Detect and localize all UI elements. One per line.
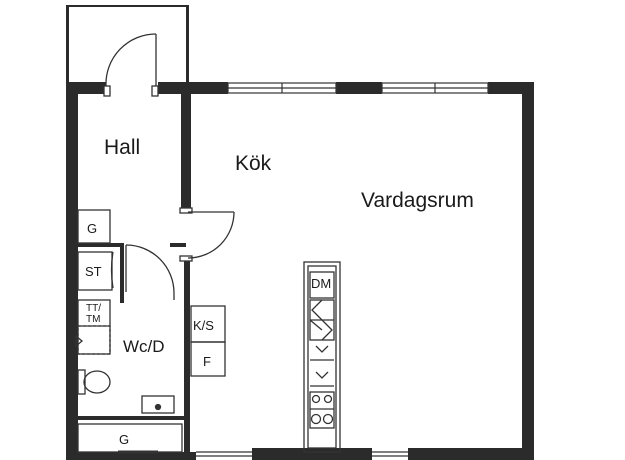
- kitchen-counter-inner: [307, 265, 337, 449]
- room-label-wc: Wc/D: [123, 337, 165, 356]
- label-freezer: F: [203, 354, 211, 369]
- wall-top-between-windows: [336, 82, 382, 94]
- wall-hall-kitchen-lower: [184, 258, 190, 460]
- wall-left: [66, 82, 78, 460]
- wall-entry-right: [186, 5, 189, 85]
- wall-bottom-right: [408, 448, 534, 460]
- kitchen-counter: [303, 261, 341, 453]
- label-fridge-freezer: K/S: [193, 318, 214, 333]
- hall-fixtures: [77, 209, 113, 291]
- washer-dryer-dashed: [77, 325, 111, 355]
- windows: [196, 82, 489, 457]
- window-bottom-right: [372, 451, 408, 457]
- label-wardrobe-lower: G: [119, 432, 129, 447]
- dishwasher-box: [309, 271, 335, 299]
- sink-icon: [141, 395, 175, 414]
- kitchen-door: [179, 207, 235, 262]
- wall-wc-bottom: [78, 416, 186, 420]
- wall-bottom-mid: [252, 448, 372, 460]
- freezer-box: [190, 341, 226, 377]
- wall-right: [522, 82, 534, 460]
- toilet-icon: [77, 369, 111, 395]
- wc-door: [125, 244, 175, 300]
- lower-wardrobe: [77, 423, 183, 454]
- label-washer-dryer-1: TT/: [86, 303, 101, 314]
- room-label-living-room: Vardagsrum: [361, 189, 474, 212]
- wall-hall-kitchen-upper: [181, 94, 191, 212]
- wall-wc-inner: [120, 243, 124, 303]
- entrance-door: [103, 33, 159, 97]
- window-bottom-left: [196, 451, 252, 457]
- wall-hall-wc-right: [170, 243, 186, 247]
- window-left: [227, 82, 337, 94]
- room-label-hall: Hall: [104, 136, 140, 159]
- label-storage: ST: [85, 264, 102, 279]
- label-wardrobe-upper: G: [87, 221, 97, 236]
- wc-fixtures: [75, 299, 175, 414]
- wall-entry-top: [66, 5, 188, 7]
- doors: [103, 33, 235, 300]
- window-right: [381, 82, 489, 94]
- label-washer-dryer-2: TM: [86, 314, 100, 325]
- kitchen-sink-icon: [309, 299, 335, 341]
- walls: [66, 5, 534, 460]
- storage-cabinet: [77, 251, 113, 291]
- wall-entry-left: [66, 5, 69, 85]
- room-label-kitchen: Kök: [235, 152, 272, 175]
- wardrobe-upper: [77, 209, 111, 244]
- wall-bottom-left: [66, 452, 196, 460]
- stove-icon: [309, 391, 335, 429]
- counter-cabinet-marks: [310, 345, 334, 387]
- label-dishwasher: DM: [311, 276, 331, 291]
- washer-dryer-arrow: [75, 334, 84, 348]
- wall-top-mid: [158, 82, 228, 94]
- wall-hall-wc-left: [78, 243, 123, 247]
- kitchen-fixtures: [190, 261, 341, 453]
